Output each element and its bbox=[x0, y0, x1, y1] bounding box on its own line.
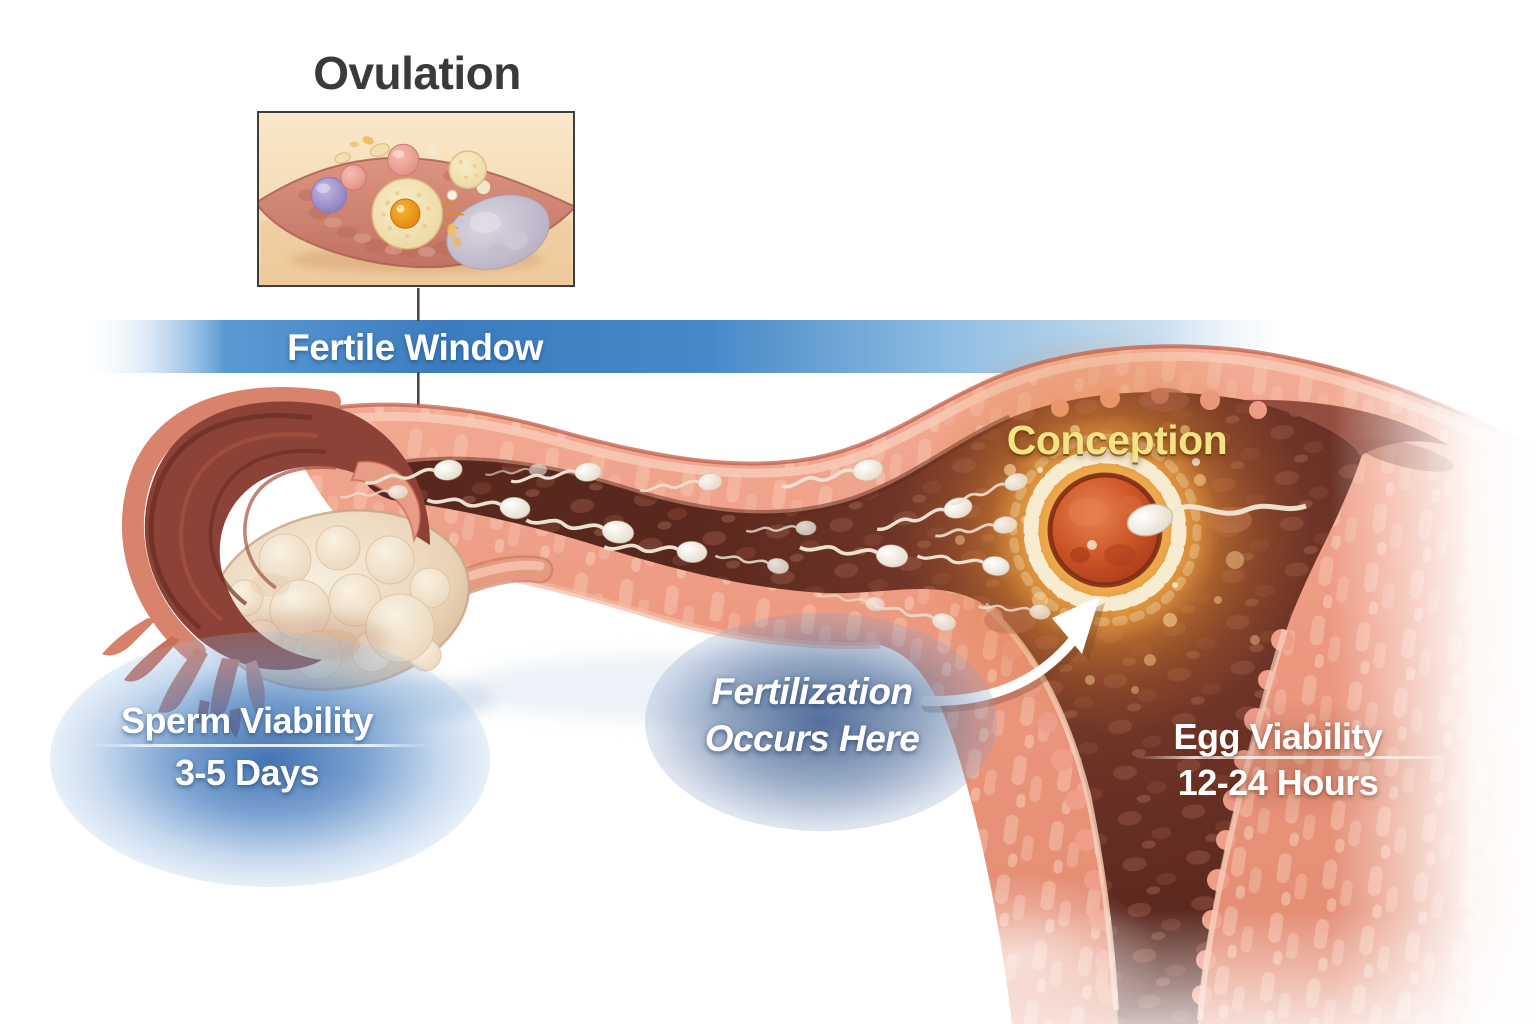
ovulation-inset bbox=[257, 111, 575, 287]
sperm-viability-value: 3-5 Days bbox=[174, 752, 320, 793]
fertilization-line2: Occurs Here bbox=[704, 718, 920, 760]
fertilization-line1: Fertilization bbox=[711, 671, 913, 712]
egg-and-fertilizing-sperm bbox=[1008, 433, 1307, 627]
inset-title: Ovulation bbox=[313, 47, 521, 99]
fertile-window-label: Fertile Window bbox=[287, 327, 543, 368]
fertilization-label: Fertilization Occurs Here bbox=[652, 668, 972, 763]
inset-connector-line bbox=[417, 288, 420, 410]
sperm-viability-title: Sperm Viability bbox=[121, 700, 373, 741]
conception-label: Conception bbox=[1006, 417, 1228, 463]
egg-viability-title: Egg Viability bbox=[1173, 716, 1383, 757]
ovulation-inset-illustration bbox=[259, 136, 573, 285]
egg-viability-value: 12-24 Hours bbox=[1177, 762, 1379, 803]
